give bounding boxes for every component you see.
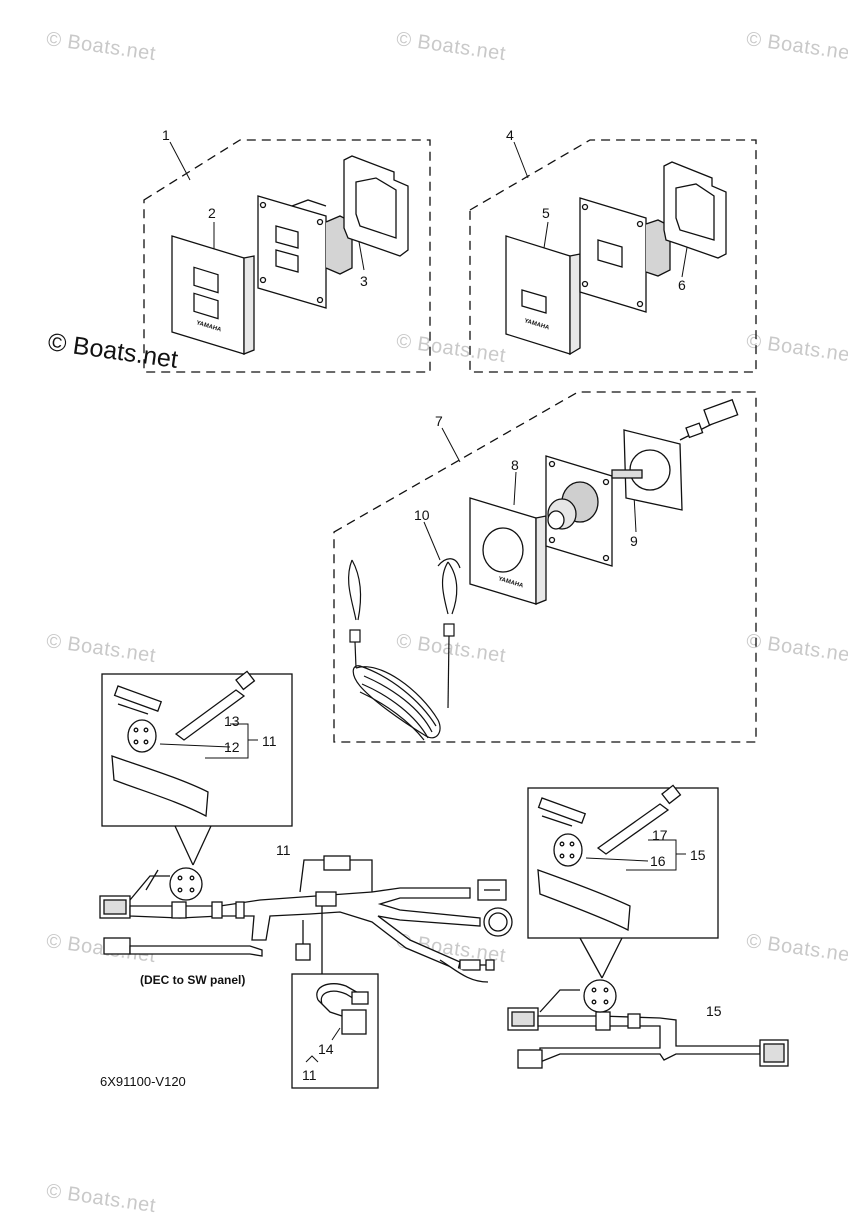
callout-11-inset: 11	[262, 733, 277, 749]
inset-11-leaders	[159, 723, 258, 759]
inset-15	[527, 784, 719, 979]
callout-7: 7	[435, 413, 443, 429]
callout-15-inset: 15	[690, 847, 706, 863]
callout-8: 8	[511, 457, 519, 473]
inset-14-leaders	[305, 1027, 341, 1063]
callouts: 1 2 3 4 5 6 7 8 9 10 11 12 13 11 14 11 1…	[162, 127, 722, 1083]
callout-17: 17	[652, 827, 668, 843]
harness-15	[507, 979, 789, 1069]
diagram-code: 6X91100-V120	[100, 1074, 186, 1089]
callout-11-sub: 11	[302, 1067, 317, 1083]
switch-plate-4	[579, 197, 671, 313]
callout-4: 4	[506, 127, 514, 143]
callout-9: 9	[630, 533, 638, 549]
callout-5: 5	[542, 205, 550, 221]
callout-3: 3	[360, 273, 368, 289]
callout-12: 12	[224, 739, 240, 755]
inset-15-leaders	[585, 839, 686, 871]
part-5-bezel: YAMAHA	[505, 235, 581, 356]
harness-11	[99, 855, 513, 983]
callout-13: 13	[224, 713, 240, 729]
part-9-stop-switch	[545, 398, 739, 567]
group-outline-4	[469, 139, 757, 373]
callout-15-harness: 15	[706, 1003, 722, 1019]
inset-14	[291, 973, 379, 1089]
callout-2: 2	[208, 205, 216, 221]
part-6-gasket	[663, 161, 727, 259]
callout-16: 16	[650, 853, 666, 869]
group-outlines	[143, 139, 757, 743]
group-outline-7	[333, 391, 757, 743]
callout-1: 1	[162, 127, 170, 143]
group-outline-1	[143, 139, 431, 373]
connector-note: (DEC to SW panel)	[140, 973, 245, 987]
part-3-gasket	[343, 155, 409, 257]
callout-6: 6	[678, 277, 686, 293]
callout-10: 10	[414, 507, 430, 523]
inset-11	[101, 670, 293, 866]
part-8-bezel: YAMAHA	[469, 497, 547, 605]
part-10-lanyard	[348, 558, 461, 741]
switch-plate-1	[257, 195, 353, 309]
part-2-bezel: YAMAHA	[171, 235, 255, 355]
callout-14: 14	[318, 1041, 334, 1057]
callout-11-harness: 11	[276, 842, 291, 858]
